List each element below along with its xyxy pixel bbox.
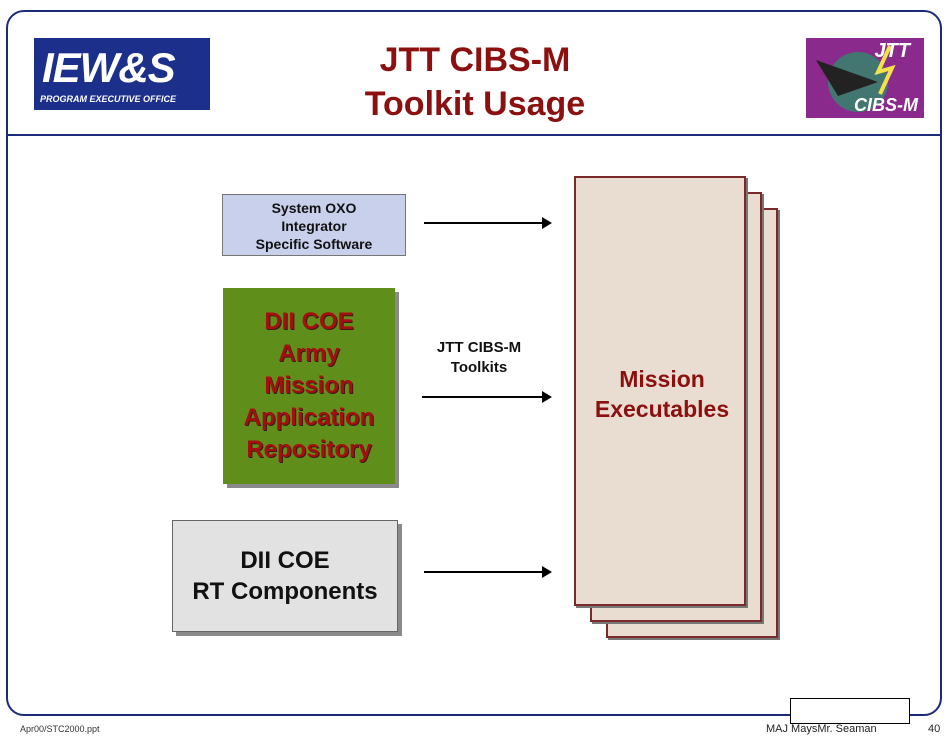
arrow-system bbox=[424, 217, 552, 229]
title-divider bbox=[8, 134, 940, 136]
army-line-3: Mission bbox=[264, 372, 354, 399]
jtt-logo-top-text: JTT bbox=[874, 40, 910, 62]
rt-line-1: DII COE bbox=[240, 547, 330, 574]
system-integrator-box: System OXO Integrator Specific Software bbox=[222, 194, 406, 256]
toolkit-label-line-2: Toolkits bbox=[450, 359, 508, 376]
iews-logo-text: IEW&S bbox=[42, 44, 176, 91]
card-front-line-1: Mission bbox=[619, 366, 705, 392]
card-front-text: Mission Executables bbox=[576, 364, 748, 424]
footer-page-number: 40 bbox=[928, 723, 941, 735]
system-line-1: System OXO bbox=[271, 200, 357, 216]
rt-components-box: DII COE RT Components bbox=[172, 520, 398, 632]
system-line-3: Specific Software bbox=[255, 236, 373, 252]
army-line-1: DII COE bbox=[264, 308, 354, 335]
card-front-line-2: Executables bbox=[594, 396, 730, 422]
army-line-5: Repository bbox=[246, 436, 372, 463]
rt-line-2: RT Components bbox=[192, 578, 378, 605]
title-line-2: Toolkit Usage bbox=[364, 85, 586, 123]
jtt-logo-bottom-text: CIBS-M bbox=[854, 95, 918, 115]
arrow-toolkits bbox=[422, 391, 552, 403]
executable-card-front: Mission Executables bbox=[574, 176, 746, 606]
arrow-rt bbox=[424, 566, 552, 578]
army-line-2: Army bbox=[278, 340, 340, 367]
jtt-bird-icon bbox=[816, 45, 896, 112]
iews-logo-subtext: PROGRAM EXECUTIVE OFFICE bbox=[40, 94, 177, 104]
redaction-box bbox=[790, 698, 910, 724]
slide-title: JTT CIBS-M Toolkit Usage bbox=[300, 38, 650, 126]
toolkit-label-line-1: JTT CIBS-M bbox=[436, 339, 522, 356]
slide-frame bbox=[6, 10, 942, 716]
toolkit-label: JTT CIBS-M Toolkits bbox=[420, 338, 538, 378]
jtt-cibs-logo: JTT CIBS-M bbox=[806, 38, 924, 118]
footer-filename: Apr00/STC2000.ppt bbox=[20, 724, 100, 734]
title-line-1: JTT CIBS-M bbox=[379, 41, 571, 79]
system-line-2: Integrator bbox=[281, 218, 347, 234]
army-line-4: Application bbox=[243, 404, 375, 431]
army-repository-box: DII COE Army Mission Application Reposit… bbox=[223, 288, 395, 484]
footer-presenter: MAJ MaysMr. Seaman bbox=[766, 723, 877, 735]
iews-logo: IEW&S PROGRAM EXECUTIVE OFFICE bbox=[34, 38, 210, 110]
